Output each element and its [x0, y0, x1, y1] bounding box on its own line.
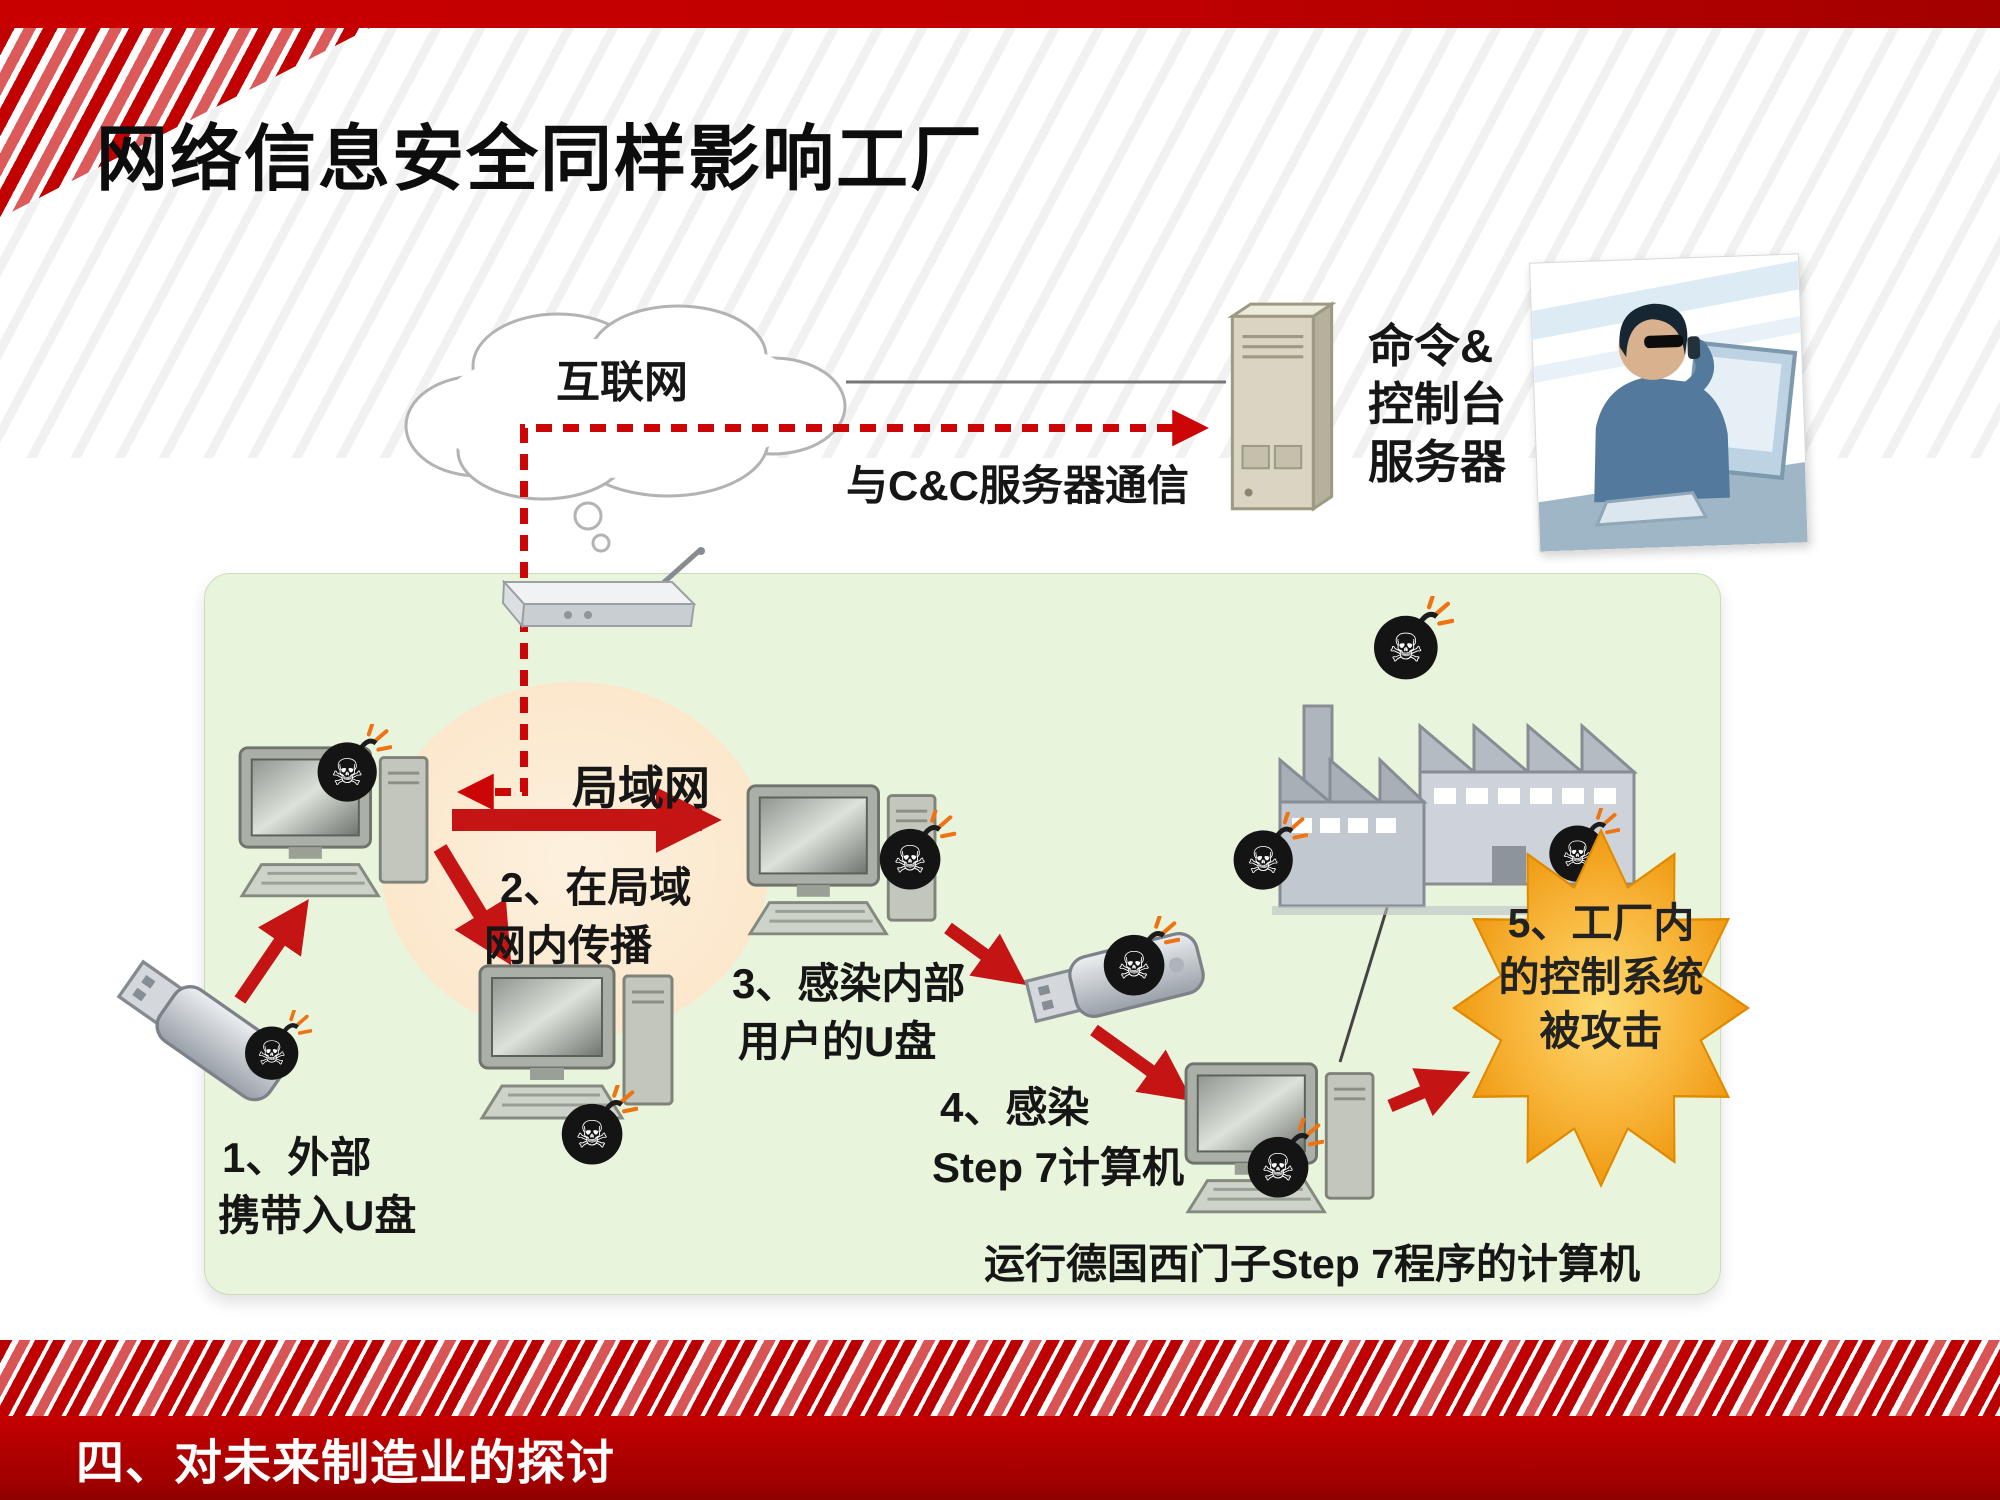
step5-label-line2: 的控制系统	[1498, 954, 1704, 1000]
siemens-caption: 运行德国西门子Step 7程序的计算机	[984, 1241, 1641, 1287]
step2-label-line1: 2、在局域	[500, 864, 692, 911]
slide-title: 网络信息安全同样影响工厂	[96, 120, 985, 200]
skull-bomb-icon	[1098, 916, 1180, 998]
step5-label-line1: 5、工厂内	[1507, 900, 1695, 946]
lan-label: 局域网	[572, 762, 710, 814]
top-red-bar	[0, 0, 2000, 28]
skull-bomb-icon	[240, 1010, 312, 1082]
skull-bomb-icon	[1242, 1118, 1324, 1200]
footer-bar: 四、对未来制造业的探讨	[0, 1416, 2000, 1500]
cc-server-label-line1: 命令&	[1368, 320, 1494, 372]
cc-server-label-line3: 服务器	[1368, 436, 1506, 488]
cc-comm-label: 与C&C服务器通信	[846, 462, 1189, 509]
step4-label-line1: 4、感染	[940, 1084, 1090, 1131]
internet-label: 互联网	[556, 358, 688, 407]
hacker-art	[1531, 260, 1808, 552]
step1-label-line1: 1、外部	[222, 1134, 372, 1181]
cc-server-label-line2: 控制台	[1368, 378, 1506, 430]
step4-label-line2: Step 7计算机	[932, 1144, 1185, 1191]
hacker-illustration	[1529, 253, 1809, 553]
step3-label-line2: 用户的U盘	[738, 1018, 937, 1065]
factory-icon	[1272, 704, 1640, 915]
router-icon	[501, 547, 705, 629]
attack-starburst-icon	[1452, 828, 1750, 1188]
step2-label-line2: 网内传播	[484, 922, 653, 969]
skull-bomb-icon	[1368, 596, 1454, 682]
step5-label-line3: 被攻击	[1539, 1008, 1663, 1054]
skull-bomb-icon	[874, 810, 956, 892]
skull-bomb-icon	[556, 1085, 638, 1167]
skull-bomb-icon	[312, 724, 392, 804]
step5-label: 5、工厂内 的控制系统 被攻击	[1468, 896, 1734, 1058]
step1-label-line2: 携带入U盘	[218, 1192, 417, 1239]
skull-bomb-icon	[1228, 812, 1308, 892]
footer-title: 四、对未来制造业的探讨	[76, 1437, 616, 1490]
footer-stripes	[0, 1340, 2000, 1418]
step3-label-line1: 3、感染内部	[732, 960, 966, 1007]
cc-server-icon	[1227, 301, 1337, 512]
